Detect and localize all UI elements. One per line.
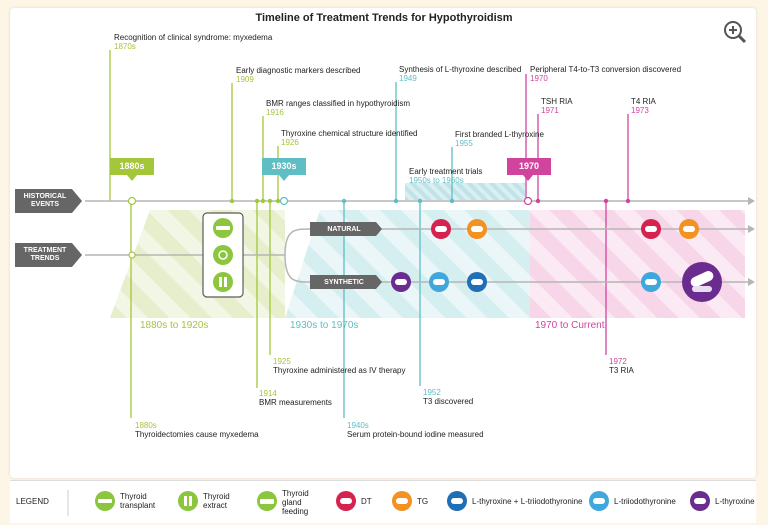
event-label: T3 RIA — [609, 366, 634, 375]
flag-1930s — [262, 158, 306, 175]
event-label: First branded L-thyroxine — [455, 130, 544, 139]
natural-label: NATURAL — [327, 226, 361, 233]
historical-events-tag — [15, 189, 82, 213]
legend-dt-icon — [336, 491, 356, 511]
event-year: 1970 — [530, 74, 548, 83]
legend-l-thyroxine-l-triiodothyronine-icon — [447, 491, 467, 511]
era-band-magenta — [530, 210, 745, 318]
dt-pill-icon — [431, 219, 451, 239]
legend-label: L-triiodothyronine — [614, 497, 676, 506]
l-thyroxine-pill-icon — [391, 272, 411, 292]
legend-extract-icon — [178, 491, 198, 511]
legend-label: L-thyroxine — [715, 497, 755, 506]
legend-label: L-thyroxine + L-triiodothyronine — [472, 497, 583, 506]
era-range-1: 1880s to 1920s — [140, 320, 209, 331]
event-year: 1925 — [273, 357, 291, 366]
event-label: Thyroidectomies cause myxedema — [135, 430, 259, 439]
event-year: 1955 — [455, 139, 473, 148]
event-label: Early treatment trials — [409, 167, 483, 176]
flag-1970 — [507, 158, 551, 175]
event-year: 1973 — [631, 106, 649, 115]
l-triiodothyronine-pill-icon — [641, 272, 661, 292]
historical-events-label: HISTORICAL EVENTS — [23, 193, 67, 208]
era-band-green — [110, 210, 285, 318]
legend-label: Thyroid transplant — [120, 492, 156, 510]
era-range-3: 1970 to Current — [535, 320, 605, 331]
event-label: Early diagnostic markers described — [236, 66, 361, 75]
thyroid-extract-icon — [213, 272, 233, 292]
thyroid-gland-feeding-icon — [213, 245, 233, 265]
legend-label: DT — [361, 497, 372, 506]
event-year: 1952 — [423, 388, 441, 397]
tg-pill-icon — [679, 219, 699, 239]
synthetic-label: SYNTHETIC — [324, 279, 364, 286]
flag-1880s-label: 1880s — [119, 161, 145, 171]
event-label: Synthesis of L-thyroxine described — [399, 65, 522, 74]
flag-1880s — [110, 158, 154, 175]
legend-label: Thyroid extract — [203, 492, 230, 510]
flag-1930s-label: 1930s — [271, 161, 297, 171]
event-label: T4 RIA — [631, 97, 656, 106]
event-year: 1971 — [541, 106, 559, 115]
treatment-trends-label: TREATMENT TRENDS — [23, 247, 67, 262]
event-year: 1870s — [114, 42, 136, 51]
tg-pill-icon — [467, 219, 487, 239]
l-triiodothyronine-pill-icon — [429, 272, 449, 292]
legend-feeding-icon — [257, 491, 277, 511]
natural-branch-tag — [310, 222, 382, 236]
early-trials-bar — [405, 183, 525, 200]
synthetic-branch-tag — [310, 275, 382, 289]
event-label: Thyroxine administered as IV therapy — [273, 366, 406, 375]
dt-pill-icon — [641, 219, 661, 239]
l-thyroxine-large-pill-icon — [682, 262, 722, 302]
event-year: 1926 — [281, 138, 299, 147]
legend-transplant-icon — [95, 491, 115, 511]
event-label: TSH RIA — [541, 97, 573, 106]
era-band-teal — [285, 210, 530, 318]
event-label: T3 discovered — [423, 397, 474, 406]
event-label: Serum protein-bound iodine measured — [347, 430, 484, 439]
legend-l-triiodothyronine-icon — [589, 491, 609, 511]
flag-1970-label: 1970 — [518, 161, 540, 171]
page-title: Timeline of Treatment Trends for Hypothy… — [255, 12, 513, 24]
event-year: 1972 — [609, 357, 627, 366]
event-year: 1916 — [266, 108, 284, 117]
event-label: Peripheral T4-to-T3 conversion discovere… — [530, 65, 682, 74]
legend-title: LEGEND — [16, 497, 49, 506]
event-year: 1950s to 1960s — [409, 176, 464, 185]
event-label: BMR ranges classified in hypothyroidism — [266, 99, 411, 108]
l-thyroxine-l-triiodothyronine-pill-icon — [467, 272, 487, 292]
legend-label: TG — [417, 497, 429, 506]
zoom-in-icon[interactable] — [724, 21, 747, 44]
event-label: Thyroxine chemical structure identified — [281, 129, 418, 138]
legend-bar — [10, 480, 756, 523]
legend-l-thyroxine-icon — [690, 491, 710, 511]
treatment-trends-tag — [15, 243, 82, 267]
legend-tg-icon — [392, 491, 412, 511]
era-range-2: 1930s to 1970s — [290, 320, 359, 331]
event-year: 1914 — [259, 389, 277, 398]
legend-label: Thyroid gland feeding — [282, 489, 309, 516]
event-label: Recognition of clinical syndrome: myxede… — [114, 33, 273, 42]
event-year: 1949 — [399, 74, 417, 83]
event-label: BMR measurements — [259, 398, 332, 407]
thyroid-transplant-icon — [213, 218, 233, 238]
event-year: 1940s — [347, 421, 369, 430]
event-year: 1880s — [135, 421, 157, 430]
event-year: 1909 — [236, 75, 254, 84]
